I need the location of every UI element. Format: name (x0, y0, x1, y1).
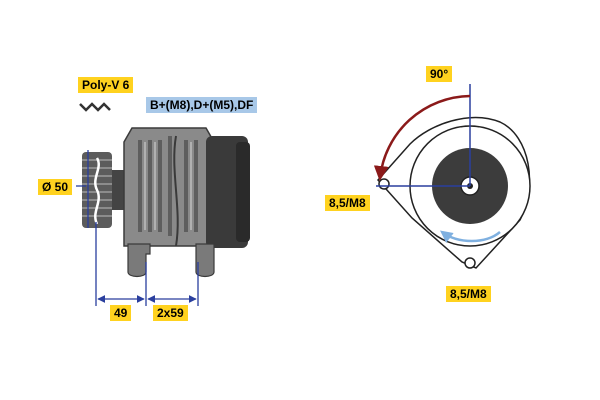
mount-hole-bottom (464, 257, 476, 269)
pulley-hub (112, 170, 126, 210)
pulley (82, 152, 112, 228)
rear-view (373, 84, 531, 269)
mounting-feet (127, 243, 215, 278)
mount-hole-left-label: 8,5/M8 (325, 195, 370, 211)
angle-90-label: 90° (426, 66, 453, 82)
angle-arc-90 (373, 94, 471, 181)
pulley-diameter-label: Ø 50 (38, 179, 73, 195)
mount-hole-bottom-label: 8,5/M8 (446, 286, 491, 302)
rotation-direction-arrow (439, 230, 501, 243)
dimension-49-label: 49 (110, 305, 132, 321)
dimension-lines (76, 150, 199, 306)
dimension-2x59-label: 2x59 (153, 305, 188, 321)
belt-icon (79, 102, 111, 112)
mount-hole-left (378, 178, 390, 190)
terminals-label: B+(M8),D+(M5),DF (146, 97, 258, 113)
alternator-housing (123, 127, 250, 248)
side-view (76, 102, 250, 306)
belt-type-label: Poly-V 6 (78, 77, 134, 93)
